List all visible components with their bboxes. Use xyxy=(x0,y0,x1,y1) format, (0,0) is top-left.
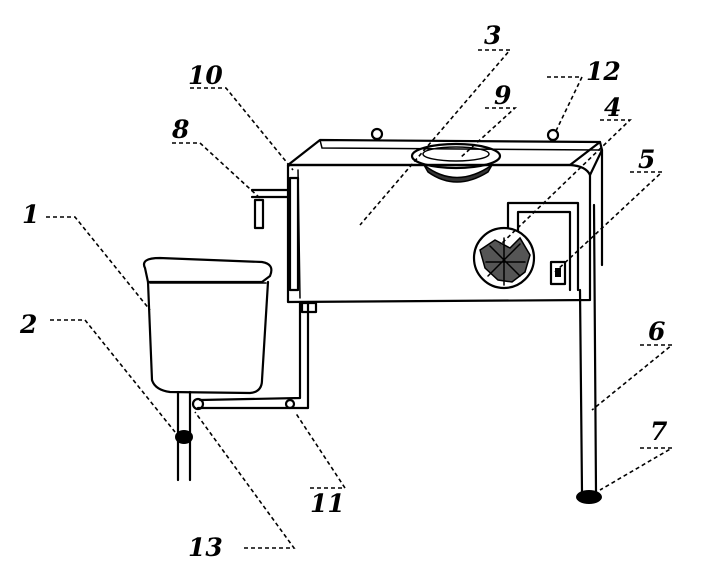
wash-basin xyxy=(410,142,502,183)
label-13: 13 xyxy=(188,533,223,562)
vent-caps xyxy=(370,127,560,142)
label-10: 10 xyxy=(188,61,223,90)
label-5: 5 xyxy=(638,145,655,174)
toilet-cistern xyxy=(142,256,273,395)
water-tank xyxy=(286,138,604,304)
support-pipe xyxy=(576,203,602,504)
label-1: 1 xyxy=(22,200,39,229)
drain-pipes xyxy=(175,300,318,482)
label-4: 4 xyxy=(604,93,621,122)
label-6: 6 xyxy=(648,317,665,346)
label-2: 2 xyxy=(19,310,37,339)
part-labels: 1 2 3 4 5 6 7 8 9 10 11 12 13 xyxy=(19,21,668,562)
label-12: 12 xyxy=(586,57,621,86)
label-9: 9 xyxy=(494,81,511,110)
label-8: 8 xyxy=(171,115,189,144)
level-tube xyxy=(288,176,300,292)
label-7: 7 xyxy=(650,417,668,446)
heater-fan xyxy=(472,201,580,292)
switch-box xyxy=(549,260,567,286)
label-11: 11 xyxy=(310,489,345,518)
leader-lines xyxy=(46,49,675,549)
label-3: 3 xyxy=(484,21,501,50)
